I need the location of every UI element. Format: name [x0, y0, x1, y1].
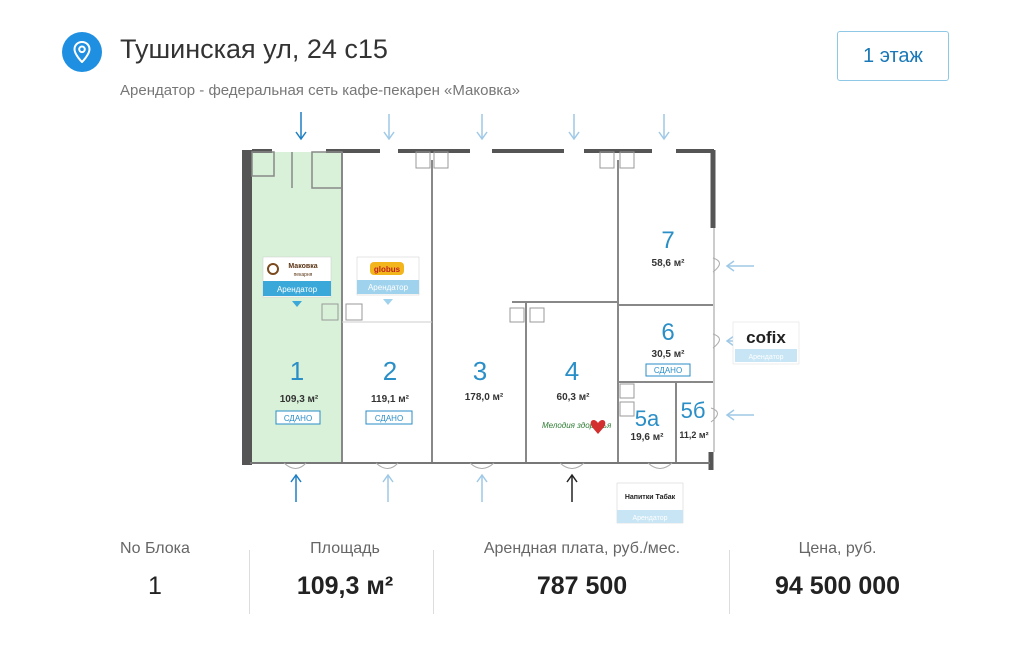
block-5a-number: 5а [635, 406, 660, 431]
block-6-badge [645, 363, 691, 377]
heart-icon [590, 420, 606, 434]
block-3-number: 3 [473, 356, 487, 386]
napitki-name: Напитки Табак [625, 493, 676, 501]
block-7-number: 7 [661, 227, 674, 254]
partitions [341, 152, 713, 462]
location-pin-icon [62, 32, 102, 72]
block-1-wc [251, 151, 343, 189]
page-title: Тушинская ул, 24 с15 [120, 34, 388, 64]
block-2-arendator: Арендатор [368, 283, 409, 292]
stat-block-no: No Блока 1 [100, 540, 210, 601]
cofix-arendator: Арендатор [748, 354, 783, 361]
stats-bar: No Блока 1 Площадь 109,3 м² Арендная пла… [0, 540, 1023, 620]
block-1-badge [275, 410, 321, 425]
entrance-arrow-icon [290, 473, 578, 502]
block-3-area: 178,0 м² [465, 392, 504, 403]
block-6-area: 30,5 м² [652, 349, 686, 360]
block-2-badge-text: СДАНО [375, 414, 403, 423]
tenant-note: Арендатор - федеральная сеть кафе-пекаре… [120, 82, 520, 99]
block-2-number: 2 [383, 356, 397, 386]
melodiya-logo: Мелодия здоровья [542, 420, 612, 434]
stat-label: Цена, руб. [798, 540, 877, 557]
tenant-card-block-2[interactable]: globus Арендатор [356, 256, 420, 305]
pointer-icon [383, 299, 393, 305]
wall-right [708, 150, 716, 470]
stat-area: Площадь 109,3 м² [280, 540, 410, 601]
block-6-badge-text: СДАНО [654, 366, 682, 375]
bottom-doors [283, 462, 673, 469]
tenant-card-napitki[interactable]: Напитки Табак Арендатор [616, 482, 684, 524]
block-6-number: 6 [661, 319, 674, 346]
cofix-name: cofix [746, 328, 786, 347]
divider [729, 550, 730, 614]
napitki-arendator: Арендатор [632, 515, 667, 522]
stat-label: Арендная плата, руб./мес. [483, 540, 681, 557]
block-2-area: 119,1 м² [371, 394, 410, 405]
block-7-area: 58,6 м² [652, 258, 686, 269]
block-1-badge-text: СДАНО [284, 414, 312, 423]
stat-label: Площадь [310, 540, 380, 557]
tenant-card-cofix[interactable]: cofix Арендатор [732, 321, 800, 365]
block-5b-area: 11,2 м² [679, 430, 708, 440]
makovka-arendator: Арендатор [277, 285, 318, 294]
floor-plan: 1 109,3 м² СДАНО 2 119,1 м² СДАНО 3 178,… [242, 112, 800, 524]
wall-left [242, 150, 252, 465]
stat-value: 94 500 000 [774, 572, 901, 600]
block-2-badge [365, 410, 413, 425]
divider [249, 550, 250, 614]
stat-rent: Арендная плата, руб./мес. 787 500 [462, 540, 702, 601]
tenant-card-makovka[interactable]: Маковка пекарня Арендатор [262, 256, 332, 307]
pointer-icon [292, 301, 302, 307]
header: Тушинская ул, 24 с15 Арендатор - федерал… [0, 0, 1023, 110]
makovka-name: Маковка [288, 263, 317, 270]
right-doors [710, 257, 720, 423]
stat-label: No Блока [120, 540, 190, 557]
stat-value: 787 500 [536, 572, 628, 600]
makovka-logo-icon [267, 263, 279, 275]
stat-price: Цена, руб. 94 500 000 [755, 540, 920, 601]
stat-value: 109,3 м² [296, 572, 394, 600]
divider [433, 550, 434, 614]
block-5b-number: 5б [681, 398, 706, 423]
block-5a-area: 19,6 м² [631, 432, 665, 443]
stat-value: 1 [148, 572, 162, 600]
block-1-area: 109,3 м² [280, 394, 319, 405]
wc-fixtures [321, 151, 635, 417]
block-4-number: 4 [565, 356, 579, 386]
block-4-area: 60,3 м² [557, 392, 591, 403]
floor-selector-button[interactable]: 1 этаж [837, 31, 949, 81]
block-1-number: 1 [290, 356, 304, 386]
block-2-brand: globus [374, 265, 401, 274]
makovka-sub: пекарня [294, 272, 313, 278]
entrance-arrow-icon [295, 112, 670, 141]
melodiya-name: Мелодия здоровья [542, 421, 612, 430]
